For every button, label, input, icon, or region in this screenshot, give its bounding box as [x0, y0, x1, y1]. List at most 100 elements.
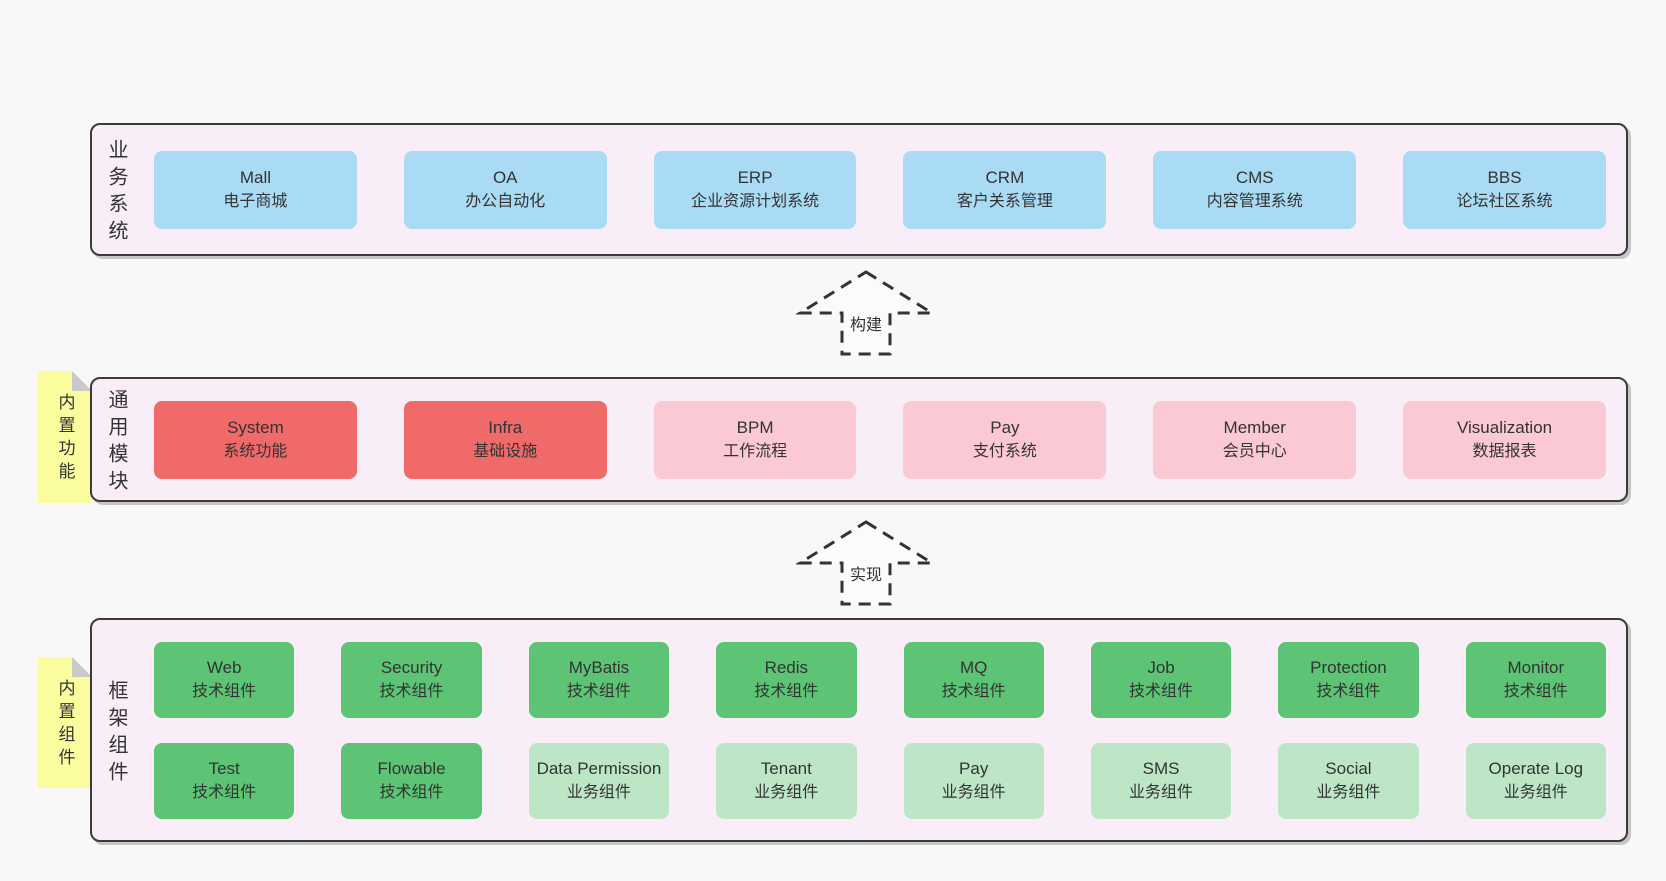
box-name: MyBatis [568, 658, 630, 677]
box-description: 技术组件 [1316, 682, 1381, 700]
sticky-note-builtin-features: 内置功能 [38, 371, 92, 503]
layer-common-modules: 通用模块 System 系统功能 Infra 基础设施 BPM 工作流程 Pay 支付系统 Me… [90, 377, 1628, 502]
box-description: 技术组件 [941, 682, 1006, 700]
component-box: Pay 业务组件 [903, 742, 1044, 819]
box-name: BPM [736, 418, 774, 437]
layer-title: 业务系统 [92, 125, 140, 254]
box-name: Test [208, 759, 240, 778]
component-box: Operate Log 业务组件 [1465, 742, 1606, 819]
box-name: ERP [737, 168, 773, 187]
box-description: 技术组件 [192, 682, 257, 700]
box-name: Flowable [377, 759, 446, 778]
box-name: Monitor [1507, 658, 1565, 677]
box-name: Pay [990, 418, 1020, 437]
module-box: Member 会员中心 [1153, 400, 1357, 479]
module-box: BPM 工作流程 [653, 400, 857, 479]
component-box: Social 业务组件 [1278, 742, 1419, 819]
sticky-note-label: 内置组件 [55, 678, 75, 771]
box-description: 内容管理系统 [1206, 192, 1303, 210]
box-description: 数据报表 [1472, 442, 1537, 460]
implement-arrow: 实现 [796, 518, 936, 608]
business-box-row: Mall 电子商城 OA 办公自动化 ERP 企业资源计划系统 CRM 客户关系管理 CMS 内容… [140, 150, 1626, 229]
box-description: 会员中心 [1222, 442, 1287, 460]
component-box: Web 技术组件 [154, 641, 295, 718]
box-description: 技术组件 [192, 783, 257, 801]
box-name: System [227, 418, 284, 437]
layer-title: 框架组件 [92, 620, 140, 840]
box-description: 技术组件 [379, 783, 444, 801]
box-description: 业务组件 [1129, 783, 1194, 801]
module-box: System 系统功能 [154, 400, 357, 479]
business-system-box: Mall 电子商城 [154, 150, 357, 229]
layer-title: 通用模块 [92, 379, 140, 500]
box-description: 业务组件 [941, 783, 1006, 801]
box-description: 支付系统 [972, 442, 1037, 460]
business-system-box: CMS 内容管理系统 [1153, 150, 1357, 229]
module-box: Pay 支付系统 [903, 400, 1107, 479]
arrow-label: 实现 [846, 560, 886, 586]
box-description: 论坛社区系统 [1456, 192, 1553, 210]
component-box: Redis 技术组件 [716, 641, 857, 718]
component-box: MQ 技术组件 [903, 641, 1044, 718]
box-name: Pay [959, 759, 989, 778]
box-description: 技术组件 [379, 682, 444, 700]
component-box: MyBatis 技术组件 [528, 641, 670, 718]
box-name: Tenant [760, 759, 812, 778]
component-box: Job 技术组件 [1090, 641, 1232, 718]
box-name: Mall [239, 168, 271, 187]
component-box: Protection 技术组件 [1278, 641, 1419, 718]
layer-title-text: 业务系统 [105, 139, 127, 247]
component-box: Test 技术组件 [154, 742, 295, 819]
box-name: Protection [1310, 658, 1387, 677]
business-system-box: ERP 企业资源计划系统 [653, 150, 857, 229]
arrow-label: 构建 [846, 310, 886, 336]
box-description: 办公自动化 [465, 192, 546, 210]
module-box: Infra 基础设施 [403, 400, 607, 479]
box-description: 基础设施 [473, 442, 538, 460]
business-system-box: CRM 客户关系管理 [903, 150, 1107, 229]
box-name: CRM [985, 168, 1025, 187]
box-description: 业务组件 [1316, 783, 1381, 801]
module-box-row: System 系统功能 Infra 基础设施 BPM 工作流程 Pay 支付系统 Member 会… [140, 400, 1626, 479]
box-description: 企业资源计划系统 [691, 192, 820, 210]
box-name: Infra [488, 418, 523, 437]
module-box: Visualization 数据报表 [1403, 400, 1606, 479]
box-name: Job [1147, 658, 1175, 677]
component-box: SMS 业务组件 [1090, 742, 1232, 819]
box-name: Web [206, 658, 242, 677]
box-description: 客户关系管理 [956, 192, 1053, 210]
box-name: Member [1223, 418, 1286, 437]
box-name: BBS [1487, 168, 1522, 187]
business-system-box: OA 办公自动化 [403, 150, 607, 229]
box-name: Redis [764, 658, 809, 677]
sticky-note-builtin-components: 内置组件 [38, 657, 92, 788]
build-arrow: 构建 [796, 268, 936, 358]
box-name: CMS [1235, 168, 1274, 187]
sticky-note-label: 内置功能 [55, 393, 75, 485]
box-description: 业务组件 [1503, 783, 1568, 801]
box-description: 工作流程 [723, 442, 788, 460]
component-box: Monitor 技术组件 [1465, 641, 1606, 718]
box-name: Social [1325, 759, 1372, 778]
box-name: Visualization [1456, 418, 1553, 437]
box-description: 技术组件 [754, 682, 819, 700]
layer-business-systems: 业务系统 Mall 电子商城 OA 办公自动化 ERP 企业资源计划系统 CRM 客户关系管理… [90, 123, 1628, 256]
box-description: 业务组件 [566, 783, 631, 801]
box-description: 技术组件 [1129, 682, 1194, 700]
box-name: Operate Log [1488, 759, 1584, 778]
box-name: OA [492, 168, 518, 187]
box-description: 电子商城 [223, 192, 288, 210]
box-name: SMS [1142, 759, 1180, 778]
box-name: MQ [959, 658, 988, 677]
box-description: 系统功能 [223, 442, 288, 460]
box-description: 技术组件 [566, 682, 631, 700]
box-description: 技术组件 [1503, 682, 1568, 700]
business-system-box: BBS 论坛社区系统 [1403, 150, 1606, 229]
component-box: Flowable 技术组件 [341, 742, 482, 819]
